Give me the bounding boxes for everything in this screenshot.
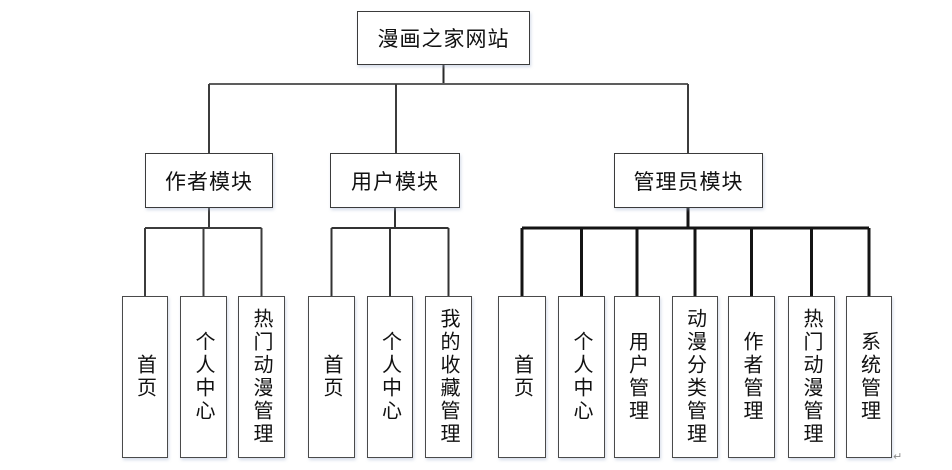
node-leaf-user-personal-center: 个人中心 bbox=[367, 296, 413, 458]
node-leaf-author-hot-anime-mgmt: 热门动漫管理 bbox=[238, 296, 285, 458]
node-leaf-author-home: 首页 bbox=[122, 296, 168, 458]
leaf-label: 首页 bbox=[320, 354, 344, 400]
leaf-label: 个人中心 bbox=[192, 331, 216, 423]
node-leaf-admin-personal-center: 个人中心 bbox=[558, 296, 605, 458]
node-leaf-admin-anime-category-mgmt: 动漫分类管理 bbox=[672, 296, 718, 458]
node-leaf-author-personal-center: 个人中心 bbox=[180, 296, 227, 458]
leaf-label: 首页 bbox=[133, 354, 158, 400]
node-leaf-user-my-favorites-mgmt: 我的收藏管理 bbox=[425, 296, 472, 458]
node-module-admin-label: 管理员模块 bbox=[633, 169, 744, 194]
leaf-label: 系统管理 bbox=[857, 331, 882, 423]
node-module-admin: 管理员模块 bbox=[614, 153, 763, 208]
node-leaf-admin-hot-anime-mgmt: 热门动漫管理 bbox=[788, 296, 835, 458]
leaf-label: 个人中心 bbox=[378, 331, 403, 423]
node-module-author: 作者模块 bbox=[145, 153, 273, 208]
leaf-label: 热门动漫管理 bbox=[800, 308, 824, 446]
node-root: 漫画之家网站 bbox=[357, 11, 530, 65]
node-leaf-admin-author-mgmt: 作者管理 bbox=[728, 296, 775, 458]
node-leaf-admin-home: 首页 bbox=[498, 296, 546, 458]
leaf-label: 用户管理 bbox=[625, 331, 650, 423]
paragraph-mark: ↵ bbox=[893, 450, 903, 463]
leaf-label: 动漫分类管理 bbox=[683, 308, 708, 446]
node-module-user-label: 用户模块 bbox=[351, 169, 439, 194]
leaf-label: 首页 bbox=[510, 354, 535, 400]
leaf-label: 热门动漫管理 bbox=[250, 308, 274, 446]
node-leaf-admin-system-mgmt: 系统管理 bbox=[846, 296, 892, 458]
node-module-user: 用户模块 bbox=[330, 153, 460, 208]
node-leaf-admin-user-mgmt: 用户管理 bbox=[614, 296, 660, 458]
leaf-label: 个人中心 bbox=[570, 331, 594, 423]
node-leaf-user-home: 首页 bbox=[308, 296, 355, 458]
node-root-label: 漫画之家网站 bbox=[377, 27, 510, 51]
node-module-author-label: 作者模块 bbox=[165, 169, 253, 194]
leaf-label: 作者管理 bbox=[740, 331, 764, 423]
leaf-label: 我的收藏管理 bbox=[437, 308, 461, 446]
